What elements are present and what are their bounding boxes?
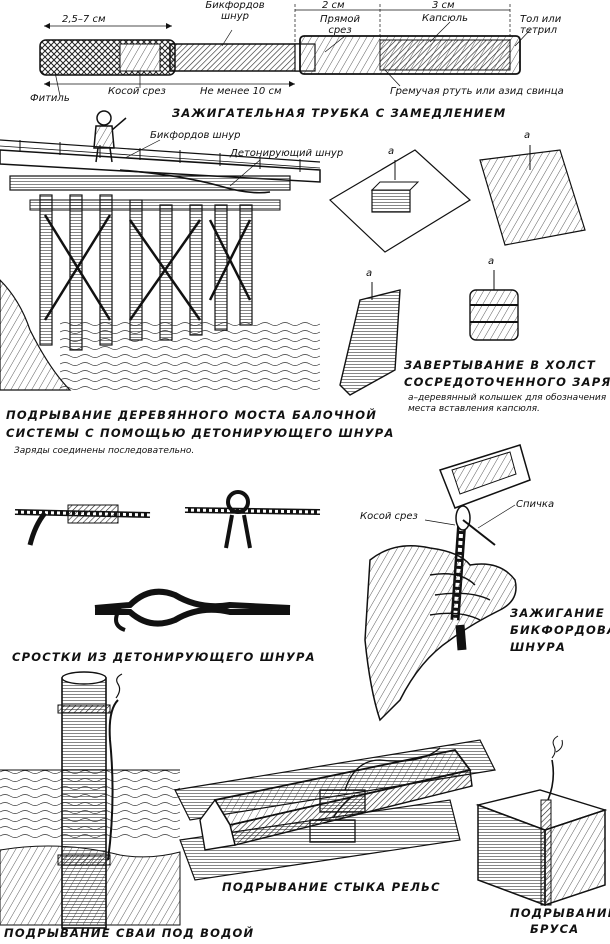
mark-a-sheet2: а: [524, 130, 531, 141]
caption-ignition-line1: ЗАЖИГАНИЕ: [510, 606, 605, 620]
dimension-min-10cm: Не менее 10 см: [200, 86, 282, 97]
label-wick: Фитиль: [30, 93, 70, 104]
caption-canvas-wrap-line2: СОСРЕДОТОЧЕННОГО ЗАРЯДА: [404, 375, 610, 389]
mark-a-wrap2: а: [488, 256, 495, 267]
label-oblique-cut: Косой срез: [108, 86, 166, 97]
caption-ignition-line3: ШНУРА: [510, 640, 567, 654]
bridge-drawing: [0, 110, 321, 391]
rail-drawing: [174, 739, 496, 881]
label-straight-cut: Прямой срез: [319, 14, 361, 36]
label-bridge-detonating-cord: Детонирующий шнур: [230, 148, 344, 159]
canvas-wrap-drawing: [329, 145, 586, 396]
label-tol-tetril: Тол или тетрил: [520, 14, 562, 36]
caption-canvas-wrap-line1: ЗАВЕРТЫВАНИЕ В ХОЛСТ: [404, 358, 596, 372]
note-bridge-charges: Заряды соединены последовательно.: [14, 446, 195, 456]
label-bridge-bickford-cord: Бикфордов шнур: [150, 130, 241, 141]
caption-fuse-tube: ЗАЖИГАТЕЛЬНАЯ ТРУБКА С ЗАМЕДЛЕНИЕМ: [172, 106, 507, 120]
caption-ignition-line2: БИКФОРДОВА: [510, 623, 610, 637]
caption-splices: СРОСТКИ ИЗ ДЕТОНИРУЮЩЕГО ШНУРА: [12, 650, 316, 664]
pile-drawing: [0, 671, 181, 929]
mark-a-wrap1: а: [366, 268, 373, 279]
mark-a-sheet1: а: [388, 146, 395, 157]
dimension-2cm: 2 см: [322, 0, 345, 11]
label-match: Спичка: [516, 499, 555, 510]
caption-bridge-line1: ПОДРЫВАНИЕ ДЕРЕВЯННОГО МОСТА БАЛОЧНОЙ: [6, 408, 378, 422]
caption-beam-line1: ПОДРЫВАНИЕ: [510, 906, 610, 920]
note-canvas-wrap: а–деревянный колышек для обозначения мес…: [408, 393, 607, 414]
label-ignition-oblique-cut: Косой срез: [360, 511, 418, 522]
caption-beam-line2: БРУСА: [530, 922, 580, 936]
beam-drawing: [475, 735, 608, 907]
caption-pile: ПОДРЫВАНИЕ СВАИ ПОД ВОДОЙ: [4, 926, 255, 940]
caption-rail-joint: ПОДРЫВАНИЕ СТЫКА РЕЛЬС: [222, 880, 441, 894]
caption-bridge-line2: СИСТЕМЫ С ПОМОЩЬЮ ДЕТОНИРУЮЩЕГО ШНУРА: [6, 426, 395, 440]
label-mercury-fulminate: Гремучая ртуть или азид свинца: [390, 86, 564, 97]
label-capsule: Капсюль: [422, 13, 468, 24]
dimension-3cm: 3 см: [432, 0, 455, 11]
ignition-drawing: [364, 444, 531, 722]
splices-drawing: [14, 490, 321, 632]
fuse-tube-drawing: [39, 4, 531, 97]
dimension-wick-length: 2,5–7 см: [62, 14, 106, 25]
label-bickford-cord: Бикфордов шнур: [205, 0, 265, 22]
